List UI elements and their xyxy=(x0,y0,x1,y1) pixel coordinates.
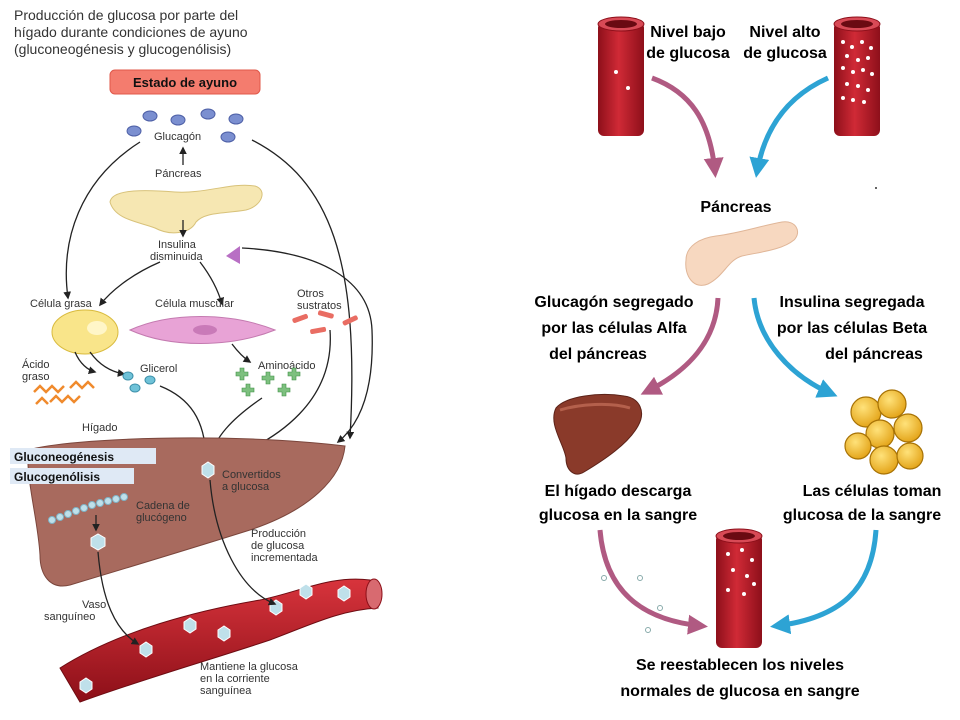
converted-label-1: Convertidos xyxy=(222,469,281,481)
arrow-pancreas-to-liver xyxy=(640,297,721,395)
muscle-cell-label: Célula muscular xyxy=(155,298,234,310)
fat-cell-label: Célula grasa xyxy=(30,298,93,310)
glycerol-molecules xyxy=(122,371,156,393)
liver-releases-label-2: glucosa en la sangre xyxy=(539,507,697,524)
other-substrates-label-2: sustratos xyxy=(297,300,342,312)
fatty-acid-label-1: Ácido xyxy=(22,358,50,371)
restored-levels-label-1: Se reestablecen los niveles xyxy=(636,657,844,674)
high-glucose-label-2: de glucosa xyxy=(743,45,827,62)
increased-production-label-1: Producción xyxy=(251,528,306,540)
pancreas-label-right: Páncreas xyxy=(700,199,771,216)
amino-acid-molecules xyxy=(235,367,301,397)
insulin-triangle-icon xyxy=(226,246,240,264)
insulin-secreted-label-3: del páncreas xyxy=(825,346,923,363)
glucagon-secreted-label-1: Glucagón segregado xyxy=(534,294,693,311)
left-title-line-2: hígado durante condiciones de ayuno xyxy=(14,24,248,40)
glycogen-chain xyxy=(48,493,128,524)
left-panel: Producción de glucosa por parte del híga… xyxy=(10,7,383,703)
gluconeogenesis-tag xyxy=(10,448,156,464)
glucagon-secreted-label-2: por las células Alfa xyxy=(541,320,686,337)
other-substrates-label-1: Otros xyxy=(297,288,324,300)
arrow-liver-to-normal xyxy=(597,529,708,635)
normal-glucose-tube xyxy=(715,528,763,648)
vessel-label-2: sanguíneo xyxy=(44,611,95,623)
fasting-state-badge xyxy=(109,69,261,95)
converted-label-2: a glucosa xyxy=(222,481,270,493)
glycogen-label-2: glucógeno xyxy=(136,512,187,524)
glucose-hexagon xyxy=(201,461,215,479)
fat-cell xyxy=(51,309,119,355)
vessel-glucose xyxy=(79,583,351,694)
liver-illustration-right xyxy=(553,394,642,475)
right-panel: Nivel bajo de glucosa Nivel alto de gluc… xyxy=(534,16,942,700)
pancreas-label-left: Páncreas xyxy=(155,168,202,180)
cells-take-label-2: glucosa de la sangre xyxy=(783,507,941,524)
amino-acid-label: Aminoácido xyxy=(258,360,315,372)
pancreas-illustration-right xyxy=(685,221,798,286)
pancreas-illustration-left xyxy=(109,184,263,234)
maintains-glucose-label-1: Mantiene la glucosa xyxy=(200,661,299,673)
fasting-state-label: Estado de ayuno xyxy=(133,75,237,90)
glycogenolysis-tag xyxy=(10,468,134,484)
fatty-acid-label-2: graso xyxy=(22,371,50,383)
vessel-label-1: Vaso xyxy=(82,599,106,611)
blood-vessel xyxy=(59,578,379,703)
arrow-high-to-pancreas xyxy=(749,75,830,178)
fatty-acid-chains xyxy=(33,380,95,405)
low-glucose-label-2: de glucosa xyxy=(646,45,730,62)
high-glucose-tube xyxy=(833,16,881,136)
liver-releases-label-1: El hígado descarga xyxy=(545,483,692,500)
insulin-secreted-label-1: Insulina segregada xyxy=(780,294,925,311)
insulin-label-2: disminuida xyxy=(150,251,203,263)
low-glucose-label-1: Nivel bajo xyxy=(650,24,726,41)
glycogen-label-1: Cadena de xyxy=(136,500,190,512)
arrow-low-to-pancreas xyxy=(651,75,724,178)
left-title-line-3: (gluconeogénesis y glucogenólisis) xyxy=(14,41,231,57)
increased-production-label-2: de glucosa xyxy=(251,540,305,552)
liver-label-left: Hígado xyxy=(82,422,117,434)
gluconeogenesis-label: Gluconeogénesis xyxy=(14,450,114,464)
arrow-cells-to-normal xyxy=(770,529,879,635)
beta-cells xyxy=(844,389,924,475)
cells-take-label-1: Las células toman xyxy=(803,483,942,500)
released-glucose-dots xyxy=(601,575,663,633)
maintains-glucose-label-2: en la corriente xyxy=(200,673,270,685)
insulin-secreted-label-2: por las células Beta xyxy=(777,320,927,337)
other-substrates xyxy=(292,310,358,335)
glycerol-label: Glicerol xyxy=(140,363,177,375)
increased-production-label-3: incrementada xyxy=(251,552,319,564)
arrow-pancreas-to-beta xyxy=(751,297,838,398)
maintains-glucose-label-3: sanguínea xyxy=(200,685,252,697)
high-glucose-label-1: Nivel alto xyxy=(749,24,820,41)
glucagon-secreted-label-3: del páncreas xyxy=(549,346,647,363)
left-title-line-1: Producción de glucosa por parte del xyxy=(14,7,238,23)
glycogenolysis-label: Glucogenólisis xyxy=(14,470,100,484)
insulin-label-1: Insulina xyxy=(158,239,197,251)
restored-levels-label-2: normales de glucosa en sangre xyxy=(620,683,859,700)
low-glucose-tube xyxy=(597,16,645,136)
glucagon-molecules xyxy=(126,108,244,143)
glucagon-label: Glucagón xyxy=(154,131,201,143)
